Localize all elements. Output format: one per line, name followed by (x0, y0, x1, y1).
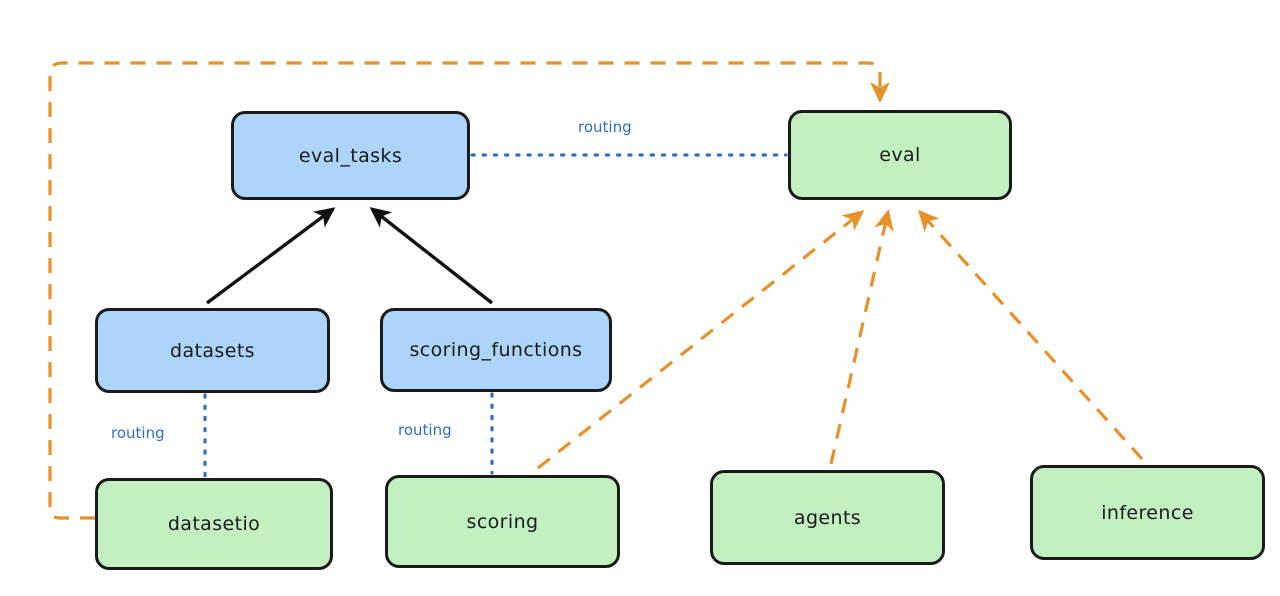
node-datasetio[interactable]: datasetio (95, 478, 333, 570)
node-scoring[interactable]: scoring (385, 475, 620, 568)
node-label-datasetio: datasetio (167, 513, 261, 535)
node-inference[interactable]: inference (1030, 465, 1265, 560)
node-label-eval: eval (879, 144, 921, 166)
edge-inference-to-eval (917, 209, 1144, 461)
edge-label-routing-scoring-functions-scoring: routing (398, 421, 452, 439)
edge-label-routing-datasets-datasetio: routing (111, 424, 165, 442)
node-label-eval-tasks: eval_tasks (298, 144, 403, 167)
node-label-scoring-functions: scoring_functions (409, 339, 583, 361)
node-datasets[interactable]: datasets (95, 308, 330, 393)
node-scoring-functions[interactable]: scoring_functions (380, 308, 612, 392)
node-label-datasets: datasets (170, 339, 255, 362)
node-label-scoring: scoring (466, 510, 539, 533)
node-agents[interactable]: agents (710, 470, 945, 565)
edge-agents-to-eval (829, 209, 894, 465)
edge-label-routing-eval-tasks-eval: routing (578, 118, 632, 136)
edge-scoring-to-eval (537, 210, 865, 470)
node-eval[interactable]: eval (788, 110, 1012, 200)
edge-datasets-to-eval-tasks (205, 207, 336, 305)
node-label-agents: agents (793, 506, 862, 529)
node-eval-tasks[interactable]: eval_tasks (231, 111, 470, 200)
edge-scoring-functions-to-eval-tasks (369, 207, 494, 305)
node-label-inference: inference (1101, 501, 1194, 524)
